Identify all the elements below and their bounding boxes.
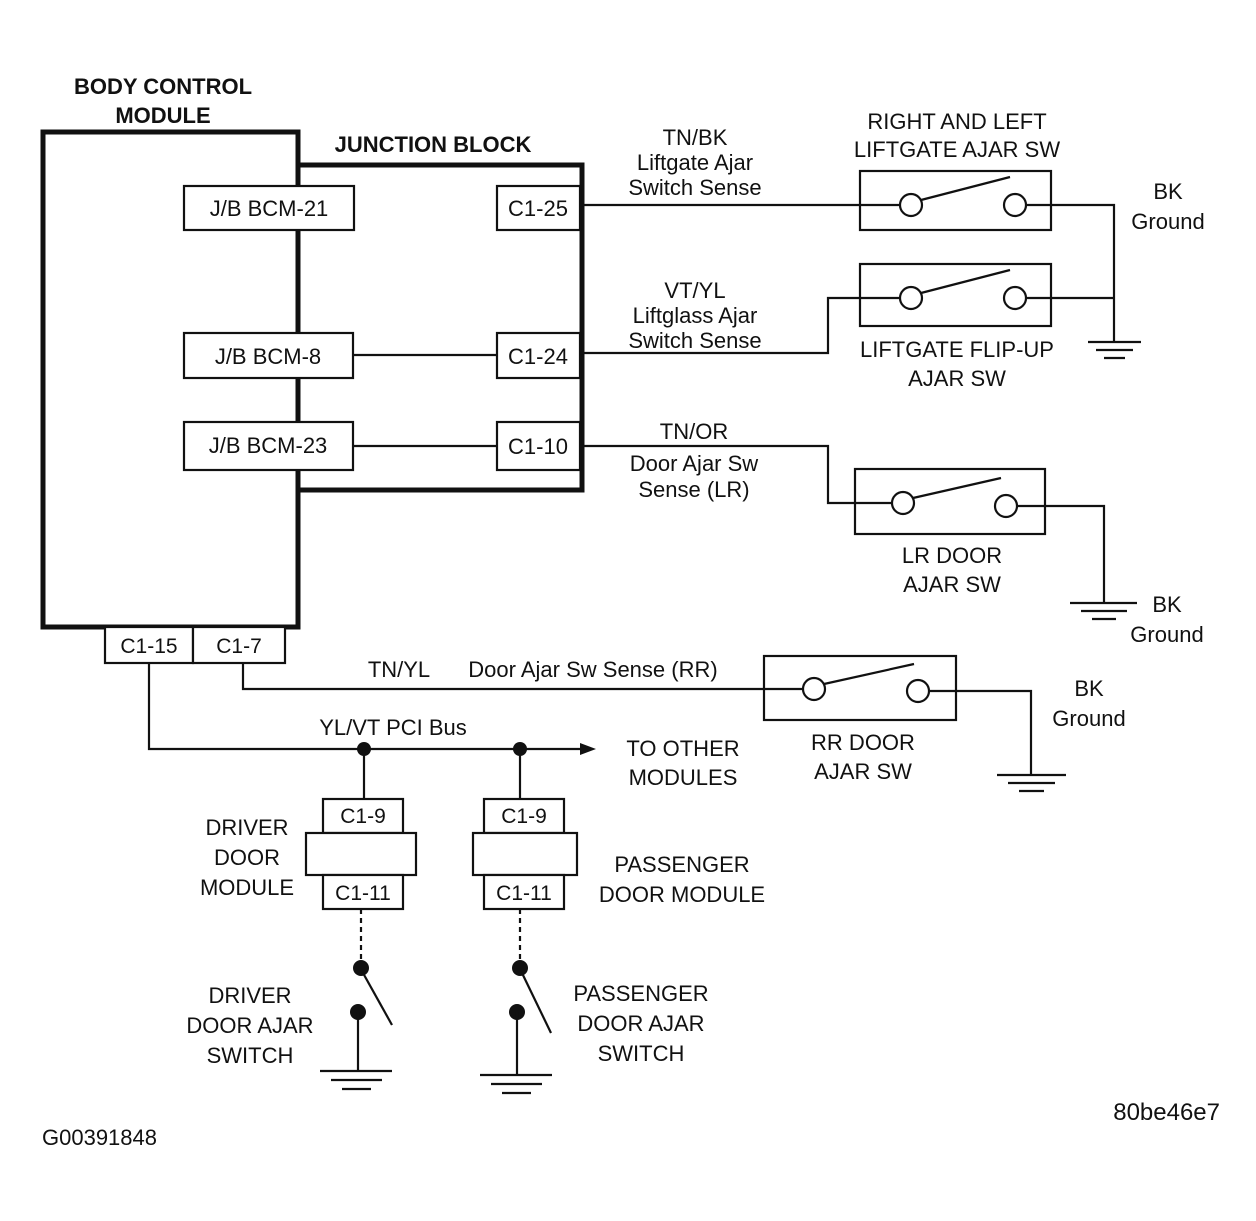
junction-block-title: JUNCTION BLOCK xyxy=(335,132,532,157)
driver-module-bottom-pin: C1-11 xyxy=(335,882,391,905)
passenger-module-title2: DOOR MODULE xyxy=(599,882,765,907)
passenger-module-title1: PASSENGER xyxy=(614,852,749,877)
ground-wire-lr xyxy=(1045,504,1106,603)
driver-module-title3: MODULE xyxy=(200,875,294,900)
driver-module-title2: DOOR xyxy=(214,845,280,870)
wire-vt-yl-color: VT/YL xyxy=(664,278,725,303)
driver-switch-title3: SWITCH xyxy=(207,1043,294,1068)
bcm-title-line2: MODULE xyxy=(115,103,210,128)
liftgate-ajar-switch xyxy=(858,169,1053,232)
connector-jb-bcm-23-label: J/B BCM-23 xyxy=(209,433,328,458)
driver-door-module: C1-9 C1-11 xyxy=(304,797,418,911)
connector-c1-25-label: C1-25 xyxy=(508,196,568,221)
ground-top-label: Ground xyxy=(1131,209,1204,234)
passenger-door-module: C1-9 C1-11 xyxy=(471,797,579,911)
flipup-switch-title2: AJAR SW xyxy=(908,366,1006,391)
figure-id: G00391848 xyxy=(42,1125,157,1150)
connector-jb-bcm-23: J/B BCM-23 xyxy=(182,420,355,472)
ground-symbol-rr xyxy=(997,773,1066,793)
driver-module-top-pin: C1-9 xyxy=(340,805,386,828)
wire-tn-or-desc2: Sense (LR) xyxy=(638,477,749,502)
wire-tn-yl xyxy=(241,663,764,691)
connector-c1-10: C1-10 xyxy=(495,420,582,472)
ground-wire-liftgate xyxy=(1051,203,1116,342)
passenger-switch-title3: SWITCH xyxy=(598,1041,685,1066)
connector-c1-15-label: C1-15 xyxy=(120,635,177,658)
pci-bus-arrow xyxy=(580,743,596,755)
to-other-modules-line2: MODULES xyxy=(629,765,738,790)
lr-switch-title1: LR DOOR xyxy=(902,543,1002,568)
driver-module-title1: DRIVER xyxy=(205,815,288,840)
wire-tn-bk-desc1: Liftgate Ajar xyxy=(637,150,753,175)
connector-jb-bcm-8-label: J/B BCM-8 xyxy=(215,344,321,369)
liftgate-flip-up-ajar-switch xyxy=(858,262,1053,328)
ground-rr-label: Ground xyxy=(1052,706,1125,731)
lr-switch-title2: AJAR SW xyxy=(903,572,1001,597)
wire-tn-or-color: TN/OR xyxy=(660,419,728,444)
connector-c1-24-label: C1-24 xyxy=(508,344,568,369)
liftgate-switch-title2: LIFTGATE AJAR SW xyxy=(854,137,1060,162)
junction-block-box xyxy=(298,162,585,493)
wire-tn-yl-color: TN/YL xyxy=(368,657,430,682)
connector-c1-7: C1-7 xyxy=(191,625,287,665)
ground-symbol-top xyxy=(1088,340,1141,360)
connector-c1-7-label: C1-7 xyxy=(216,635,262,658)
connector-jb-bcm-8: J/B BCM-8 xyxy=(182,331,355,380)
driver-switch-title2: DOOR AJAR xyxy=(186,1013,313,1038)
liftgate-switch-title1: RIGHT AND LEFT xyxy=(867,109,1046,134)
connector-c1-10-label: C1-10 xyxy=(508,434,568,459)
ground-lr-label: Ground xyxy=(1130,622,1203,647)
lr-door-ajar-switch xyxy=(853,467,1047,536)
passenger-switch-title1: PASSENGER xyxy=(573,981,708,1006)
wire-vt-yl xyxy=(580,296,860,355)
rr-switch-title2: AJAR SW xyxy=(814,759,912,784)
wire-tn-bk-color: TN/BK xyxy=(663,125,728,150)
rr-switch-title1: RR DOOR xyxy=(811,730,915,755)
wire-tn-yl-desc: Door Ajar Sw Sense (RR) xyxy=(468,657,717,682)
flipup-switch-title1: LIFTGATE FLIP-UP xyxy=(860,337,1054,362)
wire-tn-bk-desc2: Switch Sense xyxy=(628,175,761,200)
connector-c1-15: C1-15 xyxy=(103,625,195,665)
passenger-switch-title2: DOOR AJAR xyxy=(577,1011,704,1036)
wire-tn-or-desc1: Door Ajar Sw xyxy=(630,451,758,476)
to-other-modules-line1: TO OTHER xyxy=(626,736,739,761)
wire-vt-yl-desc1: Liftglass Ajar xyxy=(633,303,758,328)
connector-jb-bcm-21-label: J/B BCM-21 xyxy=(210,196,329,221)
image-code: 80be46e7 xyxy=(1113,1099,1220,1126)
bcm-title-line1: BODY CONTROL xyxy=(74,74,252,99)
driver-door-ajar-switch xyxy=(320,909,393,1091)
passenger-module-bottom-pin: C1-11 xyxy=(496,882,552,905)
ground-top-color: BK xyxy=(1153,179,1183,204)
ground-wire-rr xyxy=(956,689,1033,775)
wire-tn-or xyxy=(580,444,855,505)
ground-symbol-lr xyxy=(1070,601,1137,621)
passenger-door-ajar-switch xyxy=(480,909,552,1095)
wire-pci-bus xyxy=(147,663,580,751)
ground-lr-color: BK xyxy=(1152,592,1182,617)
driver-switch-title1: DRIVER xyxy=(208,983,291,1008)
connector-c1-25: C1-25 xyxy=(495,184,582,232)
rr-door-ajar-switch xyxy=(762,654,958,722)
wire-vt-yl-desc2: Switch Sense xyxy=(628,328,761,353)
connector-jb-bcm-21: J/B BCM-21 xyxy=(182,184,356,232)
connector-c1-24: C1-24 xyxy=(495,331,582,380)
ground-rr-color: BK xyxy=(1074,676,1104,701)
passenger-module-top-pin: C1-9 xyxy=(501,805,547,828)
pci-bus-label: YL/VT PCI Bus xyxy=(319,715,467,740)
